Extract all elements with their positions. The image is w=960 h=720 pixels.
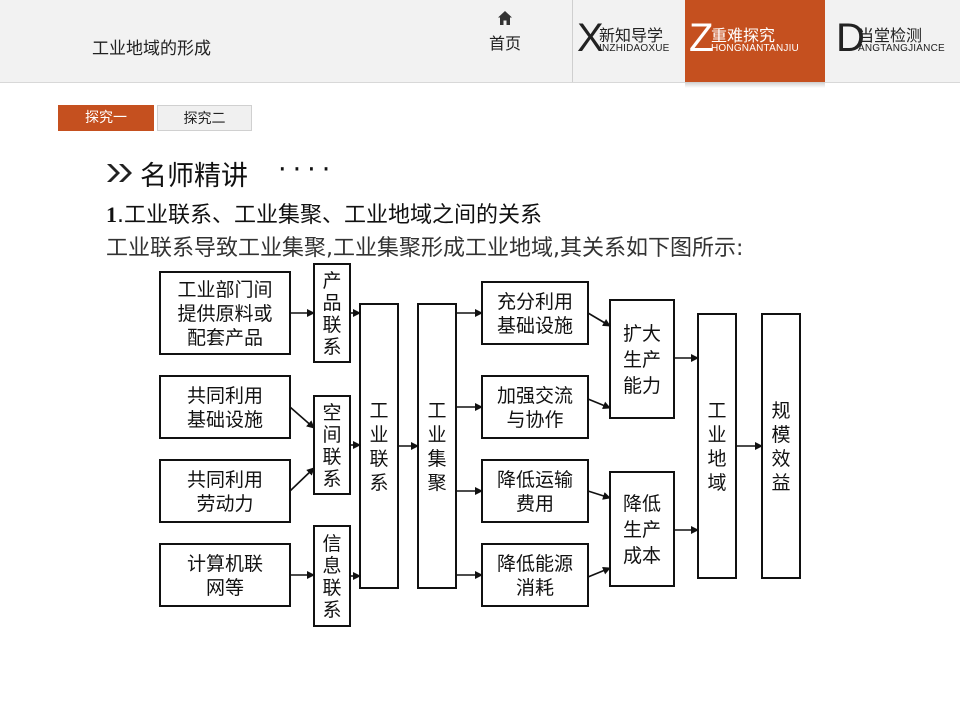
industrial-region-box-line: 域 xyxy=(707,472,726,494)
tab-explore-two[interactable]: 探究二 xyxy=(157,105,252,131)
nav-pinyin: INZHIDAOXUE xyxy=(599,43,670,54)
arrow-effect-to-outcome xyxy=(587,398,611,410)
relationship-flow-diagram: 工业部门间提供原料或配套产品共同利用基础设施共同利用劳动力计算机联网等产品联系空… xyxy=(159,263,801,627)
effect-box-line: 加强交流 xyxy=(497,385,573,407)
nav-pinyin: ANGTANGJIANCE xyxy=(858,43,945,54)
link-type-box-line: 产 xyxy=(322,270,341,292)
scale-benefit-box-line: 规 xyxy=(771,400,790,422)
industrial-region-box-line: 业 xyxy=(707,424,726,446)
nav-tab-new-knowledge[interactable]: X 新知导学 INZHIDAOXUE xyxy=(572,0,685,82)
effect-box-line: 与协作 xyxy=(506,409,563,431)
top-navigation-bar: 工业地域的形成 首页 X 新知导学 INZHIDAOXUE Z 重难探究 HON… xyxy=(0,0,960,83)
decorative-dots: ···· xyxy=(278,154,337,185)
outcome-box xyxy=(609,299,675,419)
effect-box-line: 降低能源 xyxy=(497,553,573,575)
nav-tab-key-difficulties[interactable]: Z 重难探究 HONGNANTANJIU xyxy=(685,0,825,82)
source-box-line: 网等 xyxy=(206,577,244,599)
industry-cluster-box-line: 工 xyxy=(427,400,446,422)
outcome-box-line: 生产 xyxy=(623,349,661,371)
link-type-box-line: 系 xyxy=(322,336,341,358)
link-type-box-line: 系 xyxy=(322,468,341,490)
industrial-region-box-line: 工 xyxy=(707,400,726,422)
industry-link-box-line: 工 xyxy=(369,400,388,422)
scale-benefit-box-line: 模 xyxy=(771,424,790,446)
effect-box xyxy=(481,375,589,439)
effect-box-line: 基础设施 xyxy=(497,315,573,337)
link-type-box-line: 联 xyxy=(322,577,341,599)
arrow-effect-to-outcome xyxy=(587,490,611,500)
lesson-title: 工业地域的形成 xyxy=(92,39,211,59)
arrow-effect-to-outcome xyxy=(587,566,611,578)
source-box xyxy=(159,271,291,355)
source-box-line: 配套产品 xyxy=(187,327,263,349)
home-label: 首页 xyxy=(488,34,521,53)
source-box-line: 工业部门间 xyxy=(177,279,272,301)
source-box xyxy=(159,375,291,439)
outcome-box-line: 能力 xyxy=(623,375,661,397)
source-box-line: 劳动力 xyxy=(196,493,253,515)
home-icon xyxy=(498,11,512,25)
active-tab-shadow xyxy=(685,82,825,88)
arrow-source-to-link xyxy=(289,467,315,492)
link-type-box xyxy=(313,395,351,495)
arrow-effect-to-outcome xyxy=(587,312,611,327)
effect-box-line: 降低运输 xyxy=(497,469,573,491)
source-box-line: 共同利用 xyxy=(187,385,263,407)
link-type-box-line: 系 xyxy=(322,599,341,621)
nav-tab-class-test[interactable]: D 当堂检测 ANGTANGJIANCE xyxy=(832,0,960,82)
link-type-box-line: 空 xyxy=(322,402,341,424)
effect-box-line: 消耗 xyxy=(516,577,554,599)
subheading-text: .工业联系、工业集聚、工业地域之间的关系 xyxy=(117,203,542,228)
effect-box-line: 充分利用 xyxy=(497,291,573,313)
industry-link-box xyxy=(359,303,399,589)
subheading: 1.工业联系、工业集聚、工业地域之间的关系 xyxy=(106,197,542,229)
industry-cluster-box-line: 聚 xyxy=(427,472,446,494)
link-type-box-line: 信 xyxy=(322,533,341,555)
source-box-line: 提供原料或 xyxy=(177,303,272,325)
nav-label: 重难探究 xyxy=(711,26,776,45)
outcome-box-line: 降低 xyxy=(623,493,661,515)
link-type-box-line: 联 xyxy=(322,446,341,468)
link-type-box xyxy=(313,525,351,627)
source-box-line: 计算机联 xyxy=(187,553,263,575)
source-box-line: 共同利用 xyxy=(187,469,263,491)
home-button[interactable]: 首页 xyxy=(484,10,526,54)
industrial-region-box-line: 地 xyxy=(707,448,726,470)
scale-benefit-box-line: 益 xyxy=(771,472,790,494)
effect-box xyxy=(481,281,589,345)
industry-link-box-line: 业 xyxy=(369,424,388,446)
source-box-line: 基础设施 xyxy=(187,409,263,431)
link-type-box-line: 联 xyxy=(322,314,341,336)
nav-letter: X xyxy=(577,16,604,60)
effect-box-line: 费用 xyxy=(516,493,554,515)
outcome-box-line: 扩大 xyxy=(623,323,661,345)
nav-letter: D xyxy=(836,16,865,60)
industry-cluster-box-line: 集 xyxy=(427,448,446,470)
arrow-source-to-link xyxy=(289,406,315,429)
source-box xyxy=(159,459,291,523)
tab-explore-one[interactable]: 探究一 xyxy=(58,105,154,131)
industry-link-box-line: 联 xyxy=(369,448,388,470)
link-type-box-line: 息 xyxy=(322,555,341,577)
outcome-box xyxy=(609,471,675,587)
link-type-box-line: 间 xyxy=(322,424,341,446)
double-chevron-icon xyxy=(107,164,132,182)
industrial-region-box xyxy=(697,313,737,579)
industry-cluster-box-line: 业 xyxy=(427,424,446,446)
nav-label: 新知导学 xyxy=(599,26,664,45)
industry-link-box-line: 系 xyxy=(369,472,388,494)
scale-benefit-box-line: 效 xyxy=(771,448,790,470)
industry-cluster-box xyxy=(417,303,457,589)
intro-paragraph: 工业联系导致工业集聚,工业集聚形成工业地域,其关系如下图所示: xyxy=(106,236,744,261)
nav-pinyin: HONGNANTANJIU xyxy=(711,43,799,54)
link-type-box-line: 品 xyxy=(322,292,341,314)
subheading-number: 1 xyxy=(106,202,117,227)
section-title: 名师精讲 xyxy=(140,161,248,192)
source-box xyxy=(159,543,291,607)
nav-letter: Z xyxy=(689,16,714,60)
nav-label: 当堂检测 xyxy=(858,26,923,45)
outcome-box-line: 生产 xyxy=(623,519,661,541)
outcome-box-line: 成本 xyxy=(623,545,661,567)
scale-benefit-box xyxy=(761,313,801,579)
